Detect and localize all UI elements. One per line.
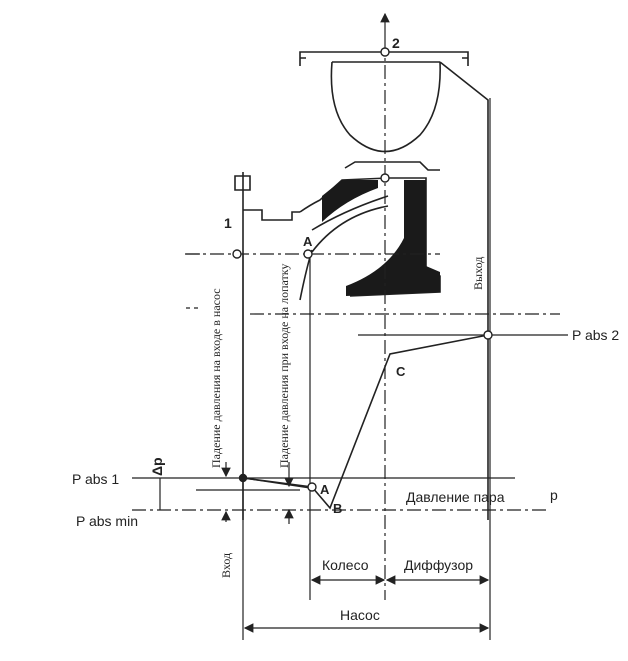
- delta-p-bracket: [159, 462, 294, 524]
- label-point-a-bottom: A: [320, 482, 330, 497]
- label-blade-drop: Падение давления при входе на лопатку: [277, 264, 291, 468]
- label-point-a-top: A: [303, 234, 313, 249]
- point-p2-marker: [483, 330, 493, 340]
- label-point-1: 1: [224, 215, 232, 231]
- label-pump: Насос: [340, 607, 380, 623]
- label-delta-p: Δp: [149, 457, 165, 476]
- label-p-abs-min: P abs min: [76, 513, 138, 529]
- key-points: [232, 47, 493, 492]
- label-diffuser: Диффузор: [404, 557, 473, 573]
- point-1-marker: [232, 249, 242, 259]
- point-2-marker: [380, 47, 390, 57]
- label-impeller: Колесо: [322, 557, 369, 573]
- casing-shading: [322, 180, 440, 296]
- point-a-bottom-marker: [307, 482, 317, 492]
- label-point-2: 2: [392, 35, 400, 51]
- pressure-curve: [242, 334, 489, 510]
- label-point-c: C: [396, 364, 406, 379]
- label-outlet: Выход: [471, 257, 485, 290]
- label-p: p: [550, 487, 558, 503]
- point-hub-marker: [380, 173, 390, 183]
- pump-cross-section: [234, 51, 489, 520]
- label-p-abs-1: P abs 1: [72, 471, 119, 487]
- point-a-top-marker: [303, 249, 313, 259]
- construction-lines: [132, 12, 568, 640]
- inlet-drop-line: [242, 477, 311, 489]
- dimension-arrows: [243, 575, 490, 633]
- label-inlet-drop: Падение давления на входе в насос: [209, 288, 223, 468]
- point-inlet-marker: [238, 473, 248, 483]
- label-point-b: B: [333, 501, 342, 516]
- label-vapor-pressure: Давление пара: [406, 489, 505, 505]
- label-p-abs-2: P abs 2: [572, 327, 619, 343]
- label-inlet: Вход: [219, 553, 233, 578]
